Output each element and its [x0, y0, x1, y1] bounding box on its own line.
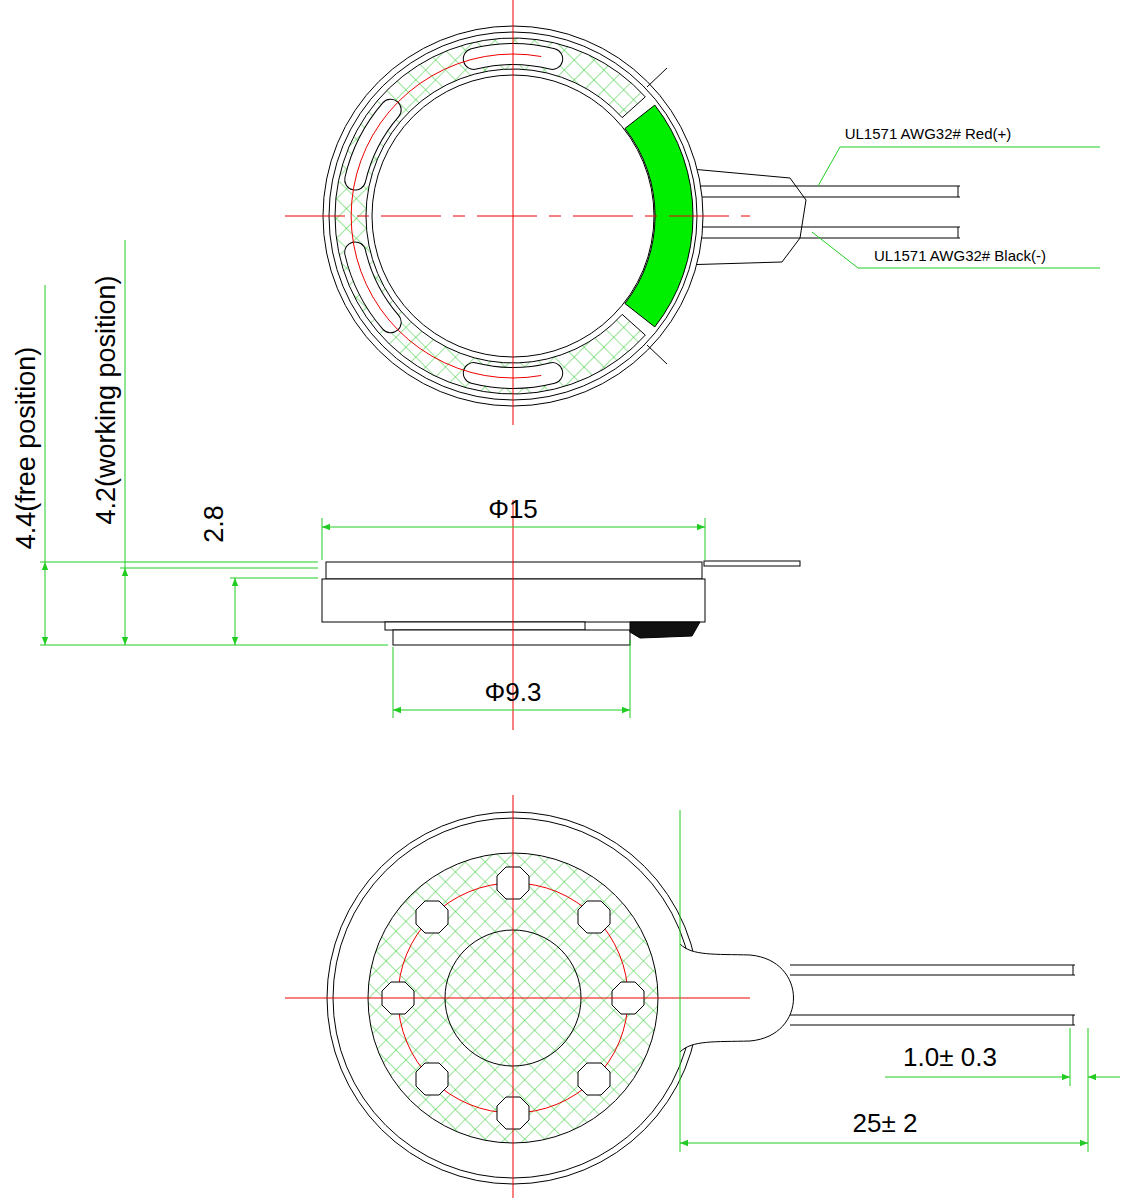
side-view	[322, 500, 800, 730]
top-view	[285, 0, 1100, 425]
dimension-label: 4.2(working position)	[92, 275, 122, 524]
bottom-view	[285, 795, 1075, 1198]
dimension-label: 1.0± 0.3	[903, 1043, 997, 1072]
dimension-label: Φ15	[488, 495, 538, 524]
dimension-label: 4.4(free position)	[12, 347, 42, 550]
dimension-label: Φ9.3	[485, 678, 542, 707]
dimension-label: 2.8	[200, 505, 230, 543]
wire-label: UL1571 AWG32# Red(+)	[845, 126, 1012, 143]
dimension-lines	[40, 240, 705, 718]
dimension-label: 25± 2	[853, 1109, 918, 1138]
wire-label: UL1571 AWG32# Black(-)	[874, 248, 1046, 265]
dimension-lines	[680, 810, 1120, 1152]
